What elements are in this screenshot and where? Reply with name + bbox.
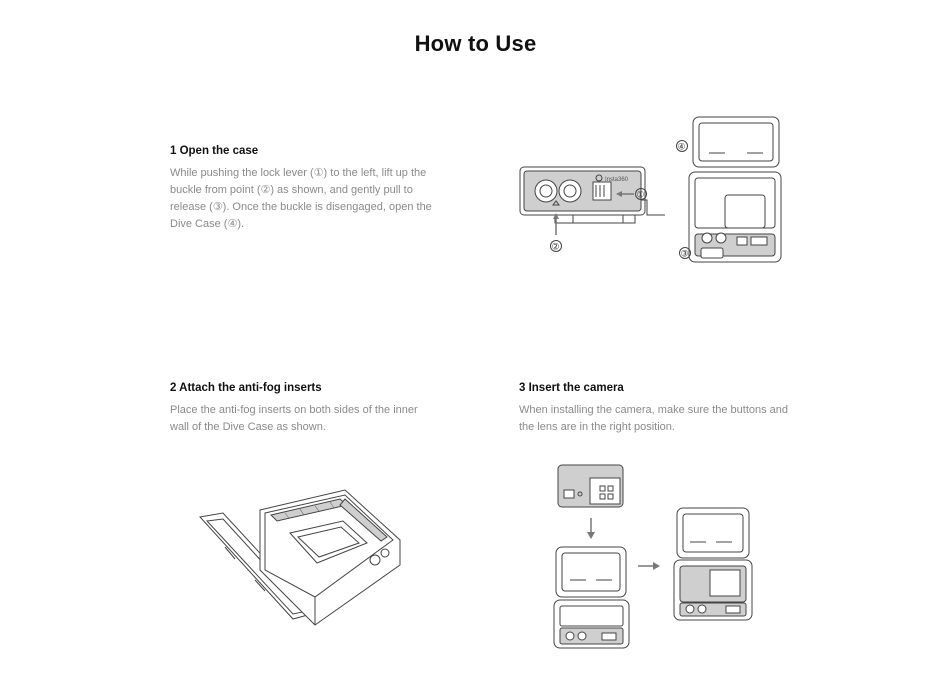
step-2-description: Place the anti-fog inserts on both sides… — [170, 404, 418, 433]
step-2-illustration — [199, 489, 401, 626]
step-3-description: When installing the camera, make sure th… — [519, 404, 789, 433]
closed-case-front: Insta360 — [519, 166, 665, 224]
step-3-heading: 3 Insert the camera — [519, 382, 624, 394]
lift-point-arrow: ② — [550, 213, 562, 253]
callout-3: ③ — [681, 250, 689, 260]
brand-label: Insta360 — [605, 177, 629, 183]
next-step-arrow — [638, 562, 660, 570]
step-1-description: While pushing the lock lever (①) to the … — [170, 167, 432, 230]
page-title: How to Use — [414, 31, 537, 56]
step-1-illustration: Insta360 ① ② ③ ④ — [519, 116, 782, 263]
callout-2: ② — [552, 243, 560, 253]
step-2-heading: 2 Attach the anti-fog inserts — [170, 382, 322, 394]
open-case: ③ ④ — [676, 116, 782, 263]
lock-lever-arrow: ① — [616, 188, 647, 201]
insert-down-arrow — [587, 518, 595, 539]
callout-4: ④ — [678, 143, 686, 153]
callout-1: ① — [637, 191, 645, 201]
open-case-empty — [553, 546, 630, 649]
camera — [557, 464, 624, 508]
closed-case-with-camera — [673, 507, 753, 621]
step-1-heading: 1 Open the case — [170, 145, 259, 157]
step-3-illustration — [553, 464, 753, 649]
open-case-antifog — [199, 489, 401, 626]
